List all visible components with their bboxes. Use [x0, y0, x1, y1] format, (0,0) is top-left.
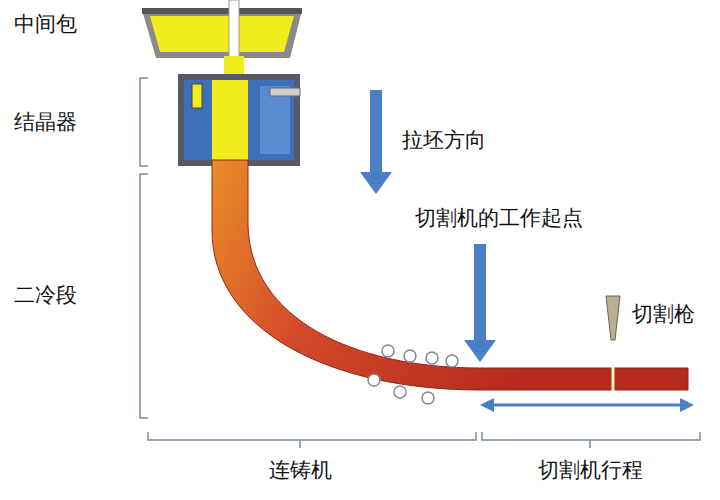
travel-arrow — [480, 398, 694, 412]
label-text: 二冷段 — [14, 283, 77, 308]
mould — [178, 74, 300, 166]
label-text: 连铸机 — [269, 458, 332, 483]
bracket — [140, 78, 700, 448]
rollers — [368, 345, 458, 404]
label-text: 结晶器 — [14, 110, 77, 135]
label-text: 切割机行程 — [538, 458, 643, 483]
label-text: 切割机的工作起点 — [415, 206, 583, 231]
label-text: 切割枪 — [632, 302, 695, 327]
cutting-torch — [606, 296, 620, 340]
label-text: 中间包 — [14, 12, 77, 37]
cut-flame — [612, 366, 615, 392]
label-text: 拉坯方向 — [402, 128, 486, 153]
cast-strand — [212, 160, 688, 390]
